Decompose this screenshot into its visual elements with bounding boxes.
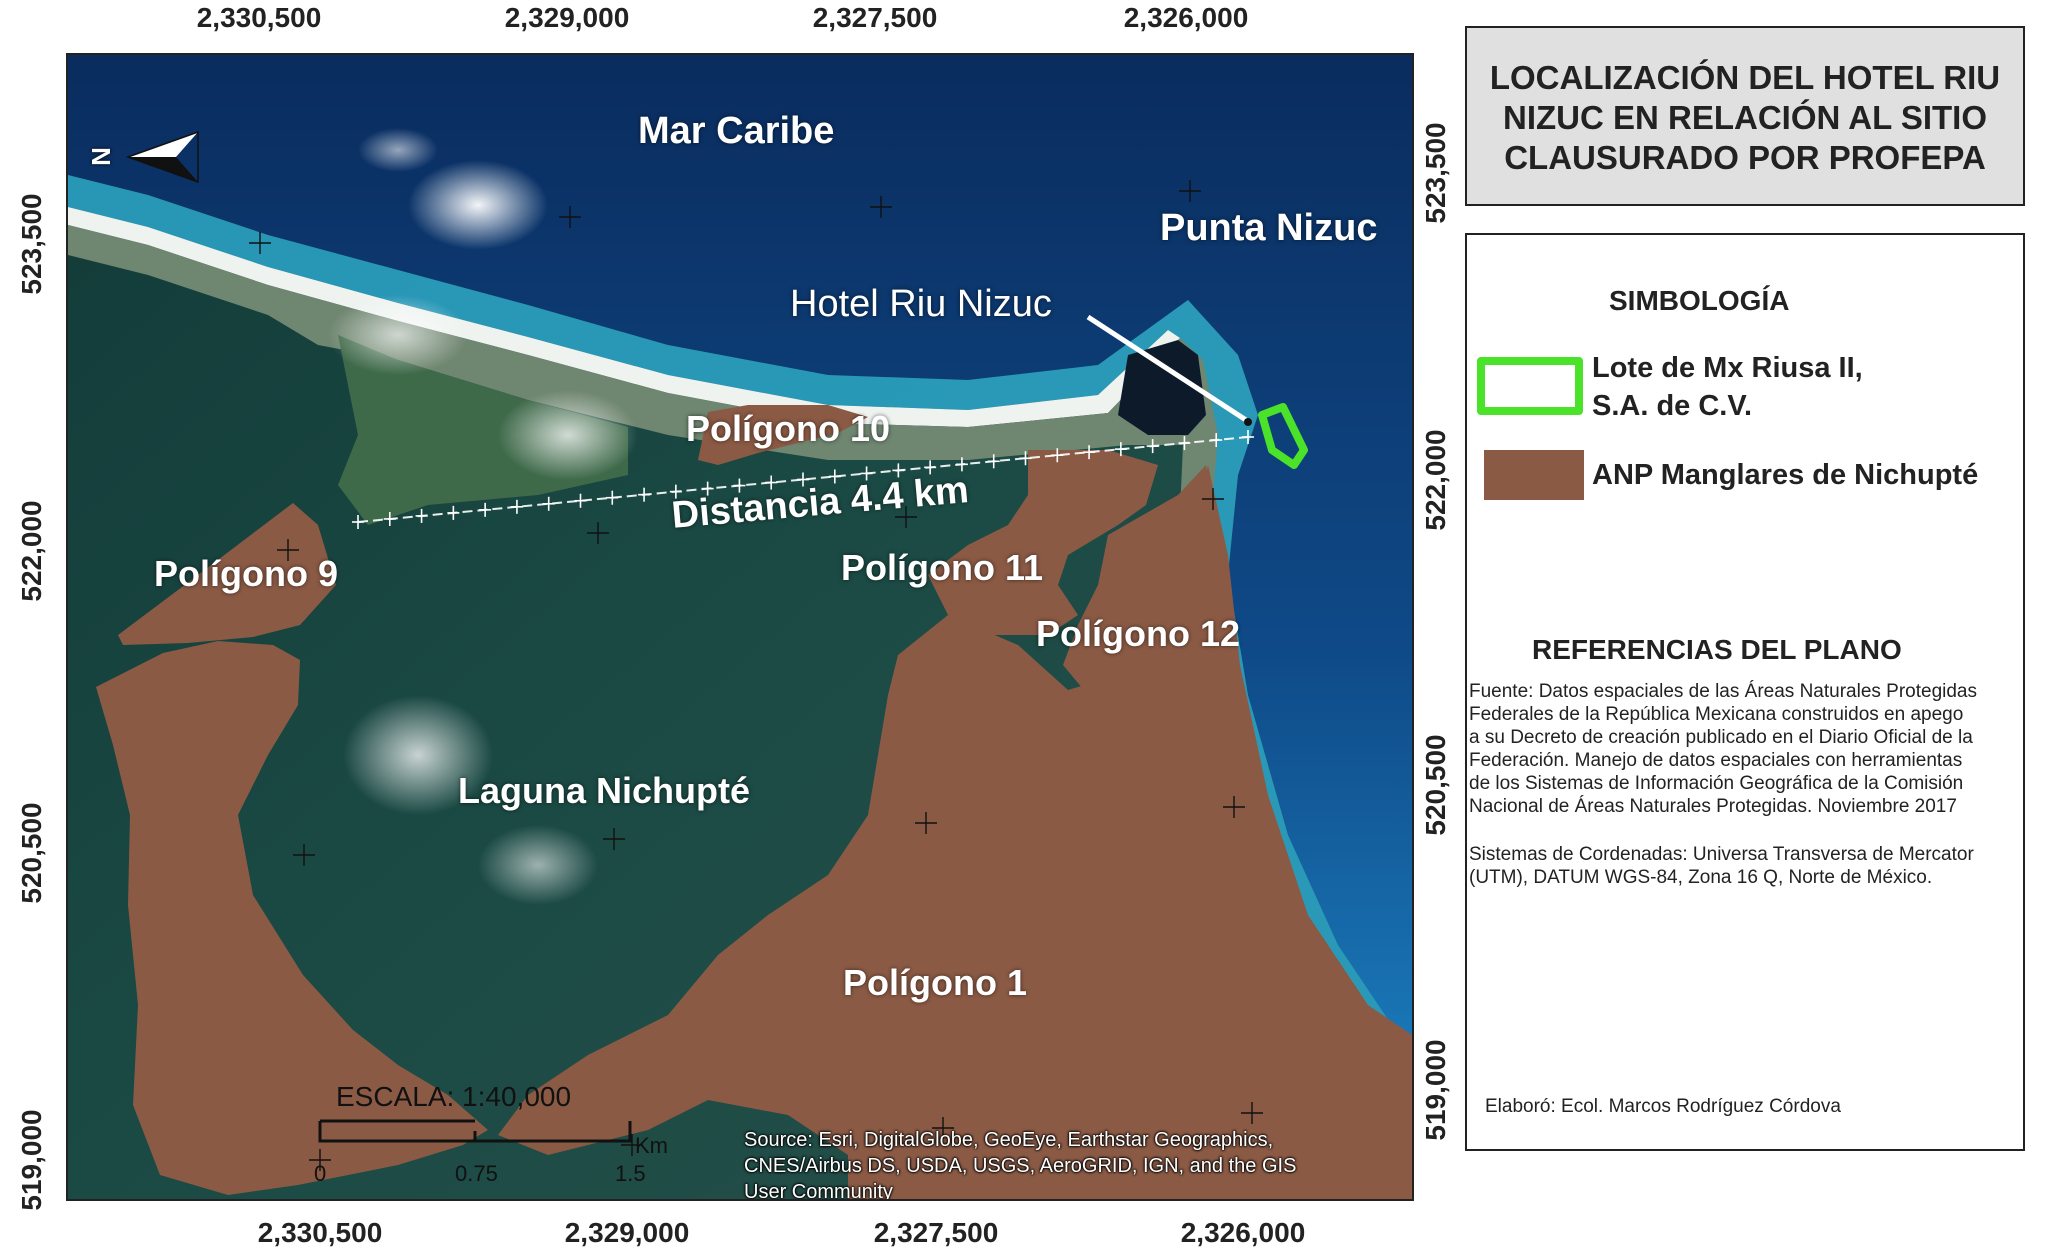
legend-swatch-anp: [1484, 450, 1584, 500]
fuente-line: Federación. Manejo de datos espaciales c…: [1469, 750, 1963, 771]
label-mar-caribe: Mar Caribe: [638, 110, 835, 152]
coord-left-2: 522,000: [16, 500, 47, 602]
sistemas-line: Sistemas de Cordenadas: Universa Transve…: [1469, 844, 1974, 865]
label-hotel-riu-nizuc: Hotel Riu Nizuc: [790, 283, 1052, 325]
grid-crosses: [249, 180, 1263, 1171]
fuente-line: Fuente: Datos espaciales de las Áreas Na…: [1469, 681, 1977, 702]
satellite-map: [68, 55, 1412, 1199]
north-arrow: N: [85, 127, 208, 187]
hotel-point: [1244, 418, 1252, 426]
cloud: [358, 128, 438, 172]
lote-riusa-outline: [1258, 403, 1308, 469]
north-arrow-icon: [125, 130, 199, 184]
label-poligono-12: Polígono 12: [1036, 613, 1241, 654]
coord-right-4: 519,000: [1420, 1039, 1451, 1141]
coord-right-2: 522,000: [1420, 429, 1451, 531]
label-laguna-nichupte: Laguna Nichupté: [458, 770, 751, 811]
attribution-line-1: Source: Esri, DigitalGlobe, GeoEye, Eart…: [744, 1129, 1274, 1151]
sistemas-line: (UTM), DATUM WGS-84, Zona 16 Q, Norte de…: [1469, 867, 1933, 888]
coord-bottom-2: 2,329,000: [564, 1217, 690, 1248]
coord-bottom-1: 2,330,500: [257, 1217, 383, 1248]
map-attribution: Source: Esri, DigitalGlobe, GeoEye, Eart…: [744, 1127, 1297, 1201]
fuente-line: Federales de la República Mexicana const…: [1469, 704, 1964, 725]
label-poligono-1: Polígono 1: [843, 962, 1027, 1003]
scale-tick-1: 0.75: [455, 1161, 498, 1186]
label-poligono-11: Polígono 11: [841, 547, 1044, 588]
north-label: N: [85, 147, 116, 166]
punta-nizuc-inlet: [1118, 340, 1206, 435]
fuente-line: a su Decreto de creación publicado en el…: [1469, 727, 1973, 748]
legend-panel: SIMBOLOGÍA Lote de Mx Riusa II, S.A. de …: [1465, 233, 2025, 1151]
attribution-line-3: User Community: [744, 1181, 893, 1201]
coord-left-4: 519,000: [16, 1109, 47, 1211]
legend-heading: SIMBOLOGÍA: [1609, 285, 1790, 316]
poligono-10-shape: [698, 405, 868, 465]
coord-left-3: 520,500: [16, 802, 47, 904]
shallow-water: [68, 175, 1412, 1095]
coord-right-3: 520,500: [1420, 734, 1451, 836]
distance-ticks: [352, 430, 1254, 529]
cloud: [498, 390, 638, 480]
legend-swatch-lote: [1477, 357, 1583, 415]
scale-tick-0: 0: [314, 1161, 327, 1186]
poligono-1-shape: [498, 465, 1412, 1199]
coord-top-4: 2,326,000: [1123, 2, 1249, 33]
scale-bar-graphic: [318, 1119, 632, 1143]
references-sistemas: Sistemas de Cordenadas: Universa Transve…: [1469, 843, 1974, 889]
coord-bottom-4: 2,326,000: [1180, 1217, 1306, 1248]
coord-top-3: 2,327,500: [812, 2, 938, 33]
attribution-line-2: CNES/Airbus DS, USDA, USGS, AeroGRID, IG…: [744, 1155, 1297, 1177]
map-frame[interactable]: N Mar Caribe Punta Nizuc Hotel Riu Nizuc…: [66, 53, 1414, 1201]
sea-area: [68, 55, 1412, 1055]
cloud: [343, 695, 493, 815]
poligono-9-shape: [118, 503, 336, 645]
references-elaboro: Elaboró: Ecol. Marcos Rodríguez Córdova: [1485, 1096, 1841, 1117]
scale-unit: Km: [635, 1133, 668, 1158]
title-line-1: LOCALIZACIÓN DEL HOTEL RIU: [1489, 59, 2001, 96]
title-line-3: CLAUSURADO POR PROFEPA: [1504, 139, 1986, 176]
title-line-2: NIZUC EN RELACIÓN AL SITIO: [1502, 99, 1987, 136]
cloud: [408, 160, 548, 250]
cloud: [478, 825, 598, 905]
coord-right-1: 523,500: [1420, 122, 1451, 224]
references-heading: REFERENCIAS DEL PLANO: [1532, 634, 1902, 665]
poligono-11-shape: [928, 450, 1158, 635]
scale-bar: ESCALA: 1:40,000 0 0.75 1.5 Km: [300, 1081, 668, 1191]
fuente-line: Nacional de Áreas Naturales Protegidas. …: [1469, 796, 1957, 817]
hotel-zone-land: [68, 225, 1412, 1115]
cloud: [328, 295, 468, 375]
legend-label-anp: ANP Manglares de Nichupté: [1592, 459, 1979, 491]
poligono-left-shape: [96, 641, 488, 1195]
coord-top-1: 2,330,500: [196, 2, 322, 33]
map-title: LOCALIZACIÓN DEL HOTEL RIU NIZUC EN RELA…: [1467, 58, 2023, 178]
beach-strip: [68, 207, 1180, 427]
coord-top-2: 2,329,000: [504, 2, 630, 33]
fuente-line: de los Sistemas de Información Geográfic…: [1469, 773, 1964, 794]
coord-bottom-3: 2,327,500: [873, 1217, 999, 1248]
references-fuente: Fuente: Datos espaciales de las Áreas Na…: [1469, 680, 1977, 818]
anp-polygons: [96, 405, 1412, 1199]
poligono-12-shape: [1063, 465, 1216, 695]
hotel-leader-line: [1086, 314, 1248, 423]
scale-title: ESCALA: 1:40,000: [336, 1081, 572, 1112]
legend-label-lote-line-1: Lote de Mx Riusa II,: [1592, 352, 1863, 384]
scale-tick-2: 1.5: [615, 1161, 646, 1186]
legend-label-lote-line-2: S.A. de C.V.: [1592, 390, 1753, 422]
title-panel: LOCALIZACIÓN DEL HOTEL RIU NIZUC EN RELA…: [1465, 26, 2025, 206]
label-poligono-9: Polígono 9: [154, 553, 338, 594]
legend-label-lote: Lote de Mx Riusa II, S.A. de C.V.: [1592, 349, 1863, 425]
label-punta-nizuc: Punta Nizuc: [1160, 207, 1378, 249]
label-poligono-10: Polígono 10: [686, 408, 891, 449]
coord-left-1: 523,500: [16, 193, 47, 295]
